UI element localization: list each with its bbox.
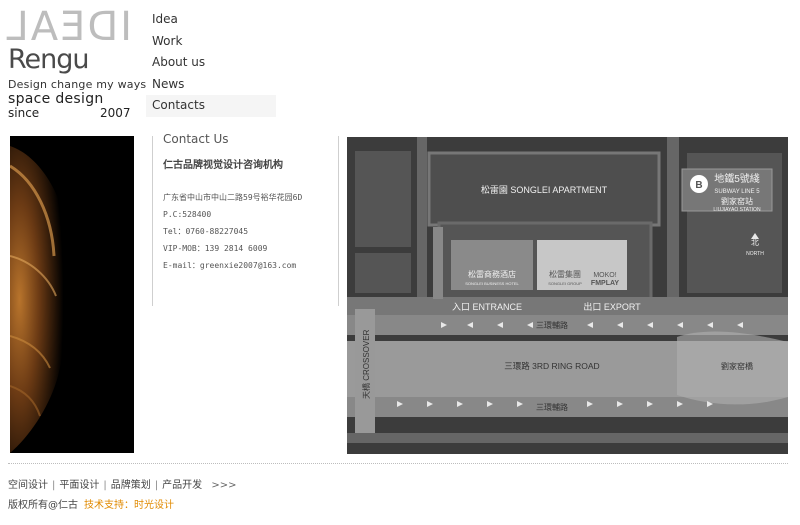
map-label-entrance: 入口 ENTRANCE — [452, 302, 522, 312]
map-label-station-cn: 劉家窑站 — [721, 196, 753, 206]
credit-link[interactable]: 技术支持：时光设计 — [84, 500, 174, 511]
footer-copyright-row: 版权所有@仁古技术支持：时光设计 — [8, 496, 174, 511]
svg-text:B: B — [695, 180, 702, 191]
contact-heading: Contact Us — [163, 132, 229, 146]
bridge-shape — [677, 331, 788, 405]
nav-item-news[interactable]: News — [152, 76, 185, 91]
map-label-subway-cn: 地鐵5號綫 — [714, 172, 760, 185]
contact-postcode: P.C:528400 — [163, 210, 212, 219]
map-label-export: 出口 EXPORT — [583, 301, 641, 312]
contact-tel: Tel：0760-88227045 — [163, 227, 249, 236]
map-label-hotel-cn: 松雷商務酒店 — [468, 269, 516, 279]
organization-name: 仁古品牌视觉设计咨询机构 — [163, 160, 283, 171]
map-apartment-block — [427, 151, 661, 227]
nav-item-about-us[interactable]: About us — [152, 55, 206, 69]
map-road — [347, 433, 788, 443]
map-hotel — [451, 240, 533, 290]
north-arrow-icon — [751, 233, 759, 239]
divider-left — [152, 136, 153, 306]
footer-links: 空间设计|平面设计|品牌策划|产品开发 >>> — [8, 476, 236, 491]
footer-more[interactable]: >>> — [211, 480, 237, 491]
nav-item-contacts[interactable]: Contacts — [146, 95, 276, 117]
map-label-group-en: SONGLEI GROUP — [548, 281, 582, 286]
map-label-apartment: 松雷園 SONGLEI APARTMENT — [481, 184, 608, 195]
main-nav: Idea Work About us News Contacts — [146, 9, 276, 117]
footer-separator: | — [52, 480, 56, 491]
logo-year: 2007 — [100, 106, 131, 120]
logo-subtitle: space design — [8, 91, 104, 107]
map-driveway — [433, 227, 443, 299]
contact-mobile: VIP-MOB：139 2814 6009 — [163, 244, 268, 253]
map-road — [417, 137, 427, 297]
map-road — [667, 137, 679, 297]
logo-since: since — [8, 106, 40, 120]
footer-link-graphic-design[interactable]: 平面设计 — [59, 480, 100, 491]
copyright-text: 版权所有@仁古 — [8, 500, 78, 511]
map-label-subway-en: SUBWAY LINE 5 — [714, 189, 760, 195]
subway-icon — [690, 175, 708, 193]
footer-link-product-dev[interactable]: 产品开发 — [162, 480, 203, 491]
service-road-top — [347, 315, 788, 335]
map-label-group-cn: 松雷集團 — [549, 269, 581, 279]
footer-divider — [8, 463, 788, 464]
map-label-north-cn: 北 — [751, 238, 759, 247]
logo-tagline: Design change my ways — [8, 78, 147, 91]
divider-right — [338, 136, 339, 306]
footer-separator: | — [103, 480, 107, 491]
footer-link-brand-planning[interactable]: 品牌策划 — [110, 480, 151, 491]
footer-link-space-design[interactable]: 空间设计 — [8, 480, 48, 491]
map-label-station-en: LIUJIAYAO STATION — [713, 207, 761, 213]
map-label-service-road-top: 三環輔路 — [536, 320, 568, 330]
map-block — [355, 253, 411, 293]
footer-separator: | — [154, 480, 159, 491]
logo[interactable]: IDEAL Rengu Design change my ways space … — [4, 4, 146, 120]
map-label-crossover: 天橋 CROSSOVER — [361, 329, 371, 399]
map-label-moko: MOKO! — [593, 272, 616, 279]
decorative-photo — [10, 136, 134, 453]
map-block — [355, 151, 411, 247]
map-label-bridge: 劉家窑橋 — [721, 361, 753, 371]
nav-item-work[interactable]: Work — [152, 33, 183, 48]
bronze-shell-image — [10, 136, 134, 453]
crossover-bridge — [355, 309, 375, 441]
contact-email[interactable]: E-mail：greenxie2007@163.com — [163, 261, 297, 270]
map-label-north-en: NORTH — [746, 251, 764, 257]
traffic-arrows — [397, 322, 743, 407]
map-group — [537, 240, 627, 290]
contact-info: Contact Us 仁古品牌视觉设计咨询机构 广东省中山市中山二路59号裕华花… — [163, 132, 343, 274]
map-label-service-road-bottom: 三環輔路 — [536, 402, 568, 412]
map-label-fmplay: FMPLAY — [591, 280, 619, 287]
map-label-ring-road: 三環路 3RD RING ROAD — [504, 361, 599, 371]
contact-address: 广东省中山市中山二路59号裕华花园6D — [163, 193, 303, 202]
nav-item-idea[interactable]: Idea — [152, 12, 178, 26]
map-label-hotel-en: SONGLEI BUSINESS HOTEL — [465, 281, 519, 286]
map-road — [347, 297, 788, 317]
logo-rengu-text: Rengu — [8, 44, 90, 75]
location-map[interactable]: B 松雷園 SONGLEI APARTMENT 地鐵5號 — [347, 137, 788, 454]
